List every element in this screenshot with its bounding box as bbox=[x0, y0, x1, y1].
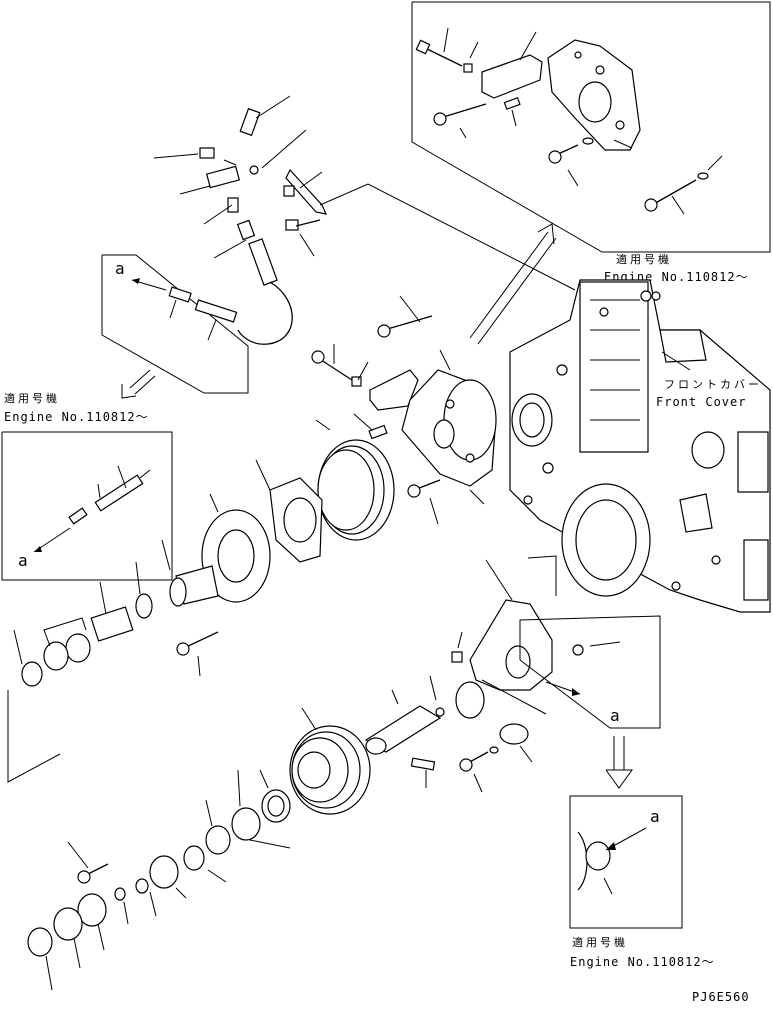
detail-marker-a: a bbox=[650, 807, 660, 826]
detail-marker-a: a bbox=[610, 706, 620, 725]
adapter-plate bbox=[311, 295, 497, 525]
drawing-code: PJ6E560 bbox=[692, 990, 750, 1004]
arrow-down-left-icon bbox=[121, 369, 156, 399]
applicability-label-en: Engine No.110812〜 bbox=[4, 410, 149, 424]
component-label-en: Front Cover bbox=[656, 395, 746, 409]
detail-marker-a: a bbox=[115, 259, 125, 278]
arrow-to-inset-icon bbox=[469, 223, 557, 345]
hose-assembly bbox=[153, 95, 576, 345]
applicability-label-jp: 適用号機 bbox=[616, 252, 672, 266]
applicability-label-jp: 適用号機 bbox=[572, 935, 628, 949]
front-cover bbox=[509, 279, 771, 613]
idler-bracket bbox=[364, 555, 661, 793]
applicability-label-en: Engine No.110812〜 bbox=[570, 955, 715, 969]
inset-hose-detail bbox=[101, 254, 249, 394]
applicability-label-jp: 適用号機 bbox=[4, 391, 60, 405]
inset-fitting-detail bbox=[1, 431, 173, 581]
detail-marker-a: a bbox=[18, 551, 28, 570]
inset-top-right bbox=[411, 1, 771, 253]
lower-pulley-stack bbox=[27, 707, 371, 991]
inset-detail-a bbox=[569, 795, 683, 929]
pulley-stack bbox=[7, 419, 395, 783]
component-label-jp: フロントカバー bbox=[664, 378, 762, 391]
arrow-down-icon bbox=[605, 736, 633, 789]
